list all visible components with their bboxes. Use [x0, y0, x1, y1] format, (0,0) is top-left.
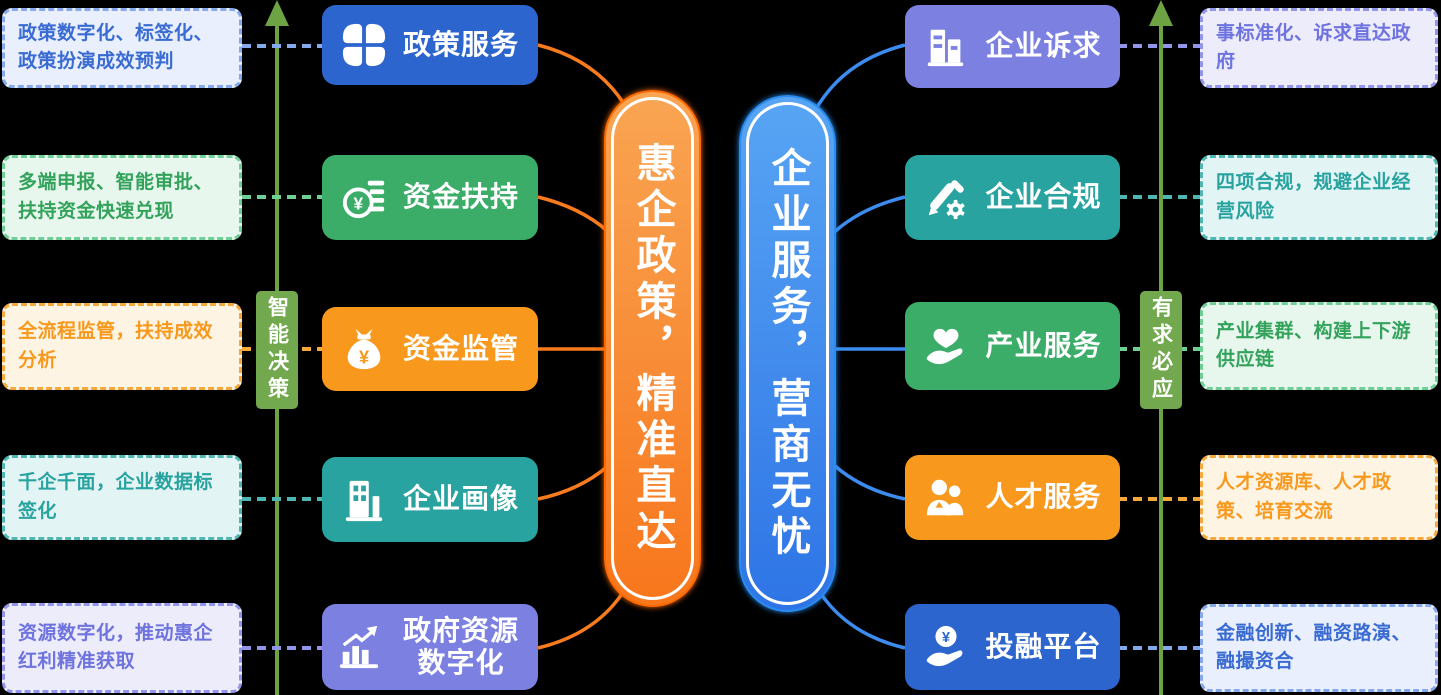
right-badge-text: 有求必应 — [1149, 296, 1173, 404]
right-desc-investment: 金融创新、融资路演、融撮资合 — [1200, 604, 1438, 692]
card-investment-platform-label: 投融平台 — [985, 630, 1102, 662]
card-fund-support: ¥ 资金扶持 — [322, 155, 538, 240]
card-policy-service: 政策服务 — [322, 5, 538, 85]
left-desc-funding-text: 多端申报、智能审批、扶持资金快速兑现 — [18, 172, 214, 222]
left-desc-profile: 千企千面，企业数据标签化 — [2, 455, 242, 540]
left-desc-funding: 多端申报、智能审批、扶持资金快速兑现 — [2, 155, 242, 240]
card-fund-supervision-label: 资金监管 — [402, 332, 519, 364]
right-pillar: 企业服务，营商无忧 — [739, 95, 836, 612]
left-pillar-inner: 惠企政策，精准直达 — [611, 97, 694, 600]
right-desc-investment-text: 金融创新、融资路演、融撮资合 — [1216, 622, 1412, 673]
coin-stack-icon: ¥ — [342, 180, 385, 218]
left-desc-resource: 资源数字化，推动惠企红利精准获取 — [2, 603, 242, 693]
left-pillar: 惠企政策，精准直达 — [604, 90, 701, 607]
card-industry-service-label: 产业服务 — [985, 329, 1102, 361]
card-enterprise-compliance-label: 企业合规 — [985, 181, 1102, 213]
card-enterprise-compliance: 企业合规 — [905, 155, 1120, 240]
left-desc-supervise-text: 全流程监管，扶持成效分析 — [18, 321, 214, 371]
people-icon — [927, 479, 964, 515]
right-desc-talent-text: 人才资源库、人才政策、培育交流 — [1216, 472, 1392, 522]
left-desc-profile-text: 千企千面，企业数据标签化 — [18, 472, 214, 522]
left-pillar-title: 惠企政策，精准直达 — [630, 141, 675, 556]
coin-hand-icon: ¥ — [927, 625, 963, 667]
card-fund-support-label: 资金扶持 — [402, 181, 519, 213]
card-investment-platform: ¥ 投融平台 — [905, 604, 1120, 690]
right-desc-industry: 产业集群、构建上下游供应链 — [1200, 302, 1438, 390]
card-enterprise-profile-label: 企业画像 — [402, 483, 519, 515]
pen-gear-icon — [929, 179, 965, 219]
svg-text:¥: ¥ — [942, 630, 950, 646]
card-talent-service-label: 人才服务 — [985, 481, 1102, 513]
card-enterprise-appeal-label: 企业诉求 — [985, 30, 1102, 62]
bar-chart-icon — [339, 625, 379, 669]
right-arrow-head-icon — [1149, 0, 1173, 26]
right-desc-compliance-text: 四项合规，规避企业经营风险 — [1216, 172, 1412, 222]
left-desc-policy: 政策数字化、标签化、政策扮演成效预判 — [2, 8, 242, 88]
buildings-icon — [928, 29, 964, 66]
card-talent-service: 人才服务 — [905, 455, 1120, 540]
left-badge-text: 智能决策 — [265, 296, 289, 404]
card-gov-resource: 政府资源数字化 — [322, 604, 538, 690]
left-desc-resource-text: 资源数字化，推动惠企红利精准获取 — [18, 622, 214, 673]
heart-hand-icon — [927, 328, 963, 365]
card-fund-supervision: ¥ 资金监管 — [322, 307, 538, 391]
card-gov-resource-label: 政府资源数字化 — [402, 614, 519, 678]
card-enterprise-profile: 企业画像 — [322, 457, 538, 542]
right-desc-appeal: 事标准化、诉求直达政府 — [1200, 8, 1438, 88]
right-pillar-inner: 企业服务，营商无忧 — [746, 102, 829, 605]
left-arrow-head-icon — [265, 0, 289, 26]
svg-text:¥: ¥ — [353, 193, 363, 213]
left-desc-policy-text: 政策数字化、标签化、政策扮演成效预判 — [18, 22, 214, 73]
right-badge: 有求必应 — [1140, 291, 1182, 409]
clover-icon — [342, 23, 386, 67]
right-desc-talent: 人才资源库、人才政策、培育交流 — [1200, 455, 1438, 540]
left-desc-supervise: 全流程监管，扶持成效分析 — [2, 303, 242, 390]
right-desc-industry-text: 产业集群、构建上下游供应链 — [1216, 320, 1412, 371]
money-bag-icon: ¥ — [347, 328, 381, 370]
card-policy-service-label: 政策服务 — [402, 28, 519, 60]
card-enterprise-appeal: 企业诉求 — [905, 5, 1120, 88]
svg-text:¥: ¥ — [359, 347, 370, 367]
building-icon — [345, 480, 383, 521]
right-desc-appeal-text: 事标准化、诉求直达政府 — [1216, 22, 1412, 73]
left-badge: 智能决策 — [256, 291, 298, 409]
right-pillar-title: 企业服务，营商无忧 — [765, 146, 810, 561]
right-desc-compliance: 四项合规，规避企业经营风险 — [1200, 155, 1438, 240]
card-industry-service: 产业服务 — [905, 302, 1120, 390]
